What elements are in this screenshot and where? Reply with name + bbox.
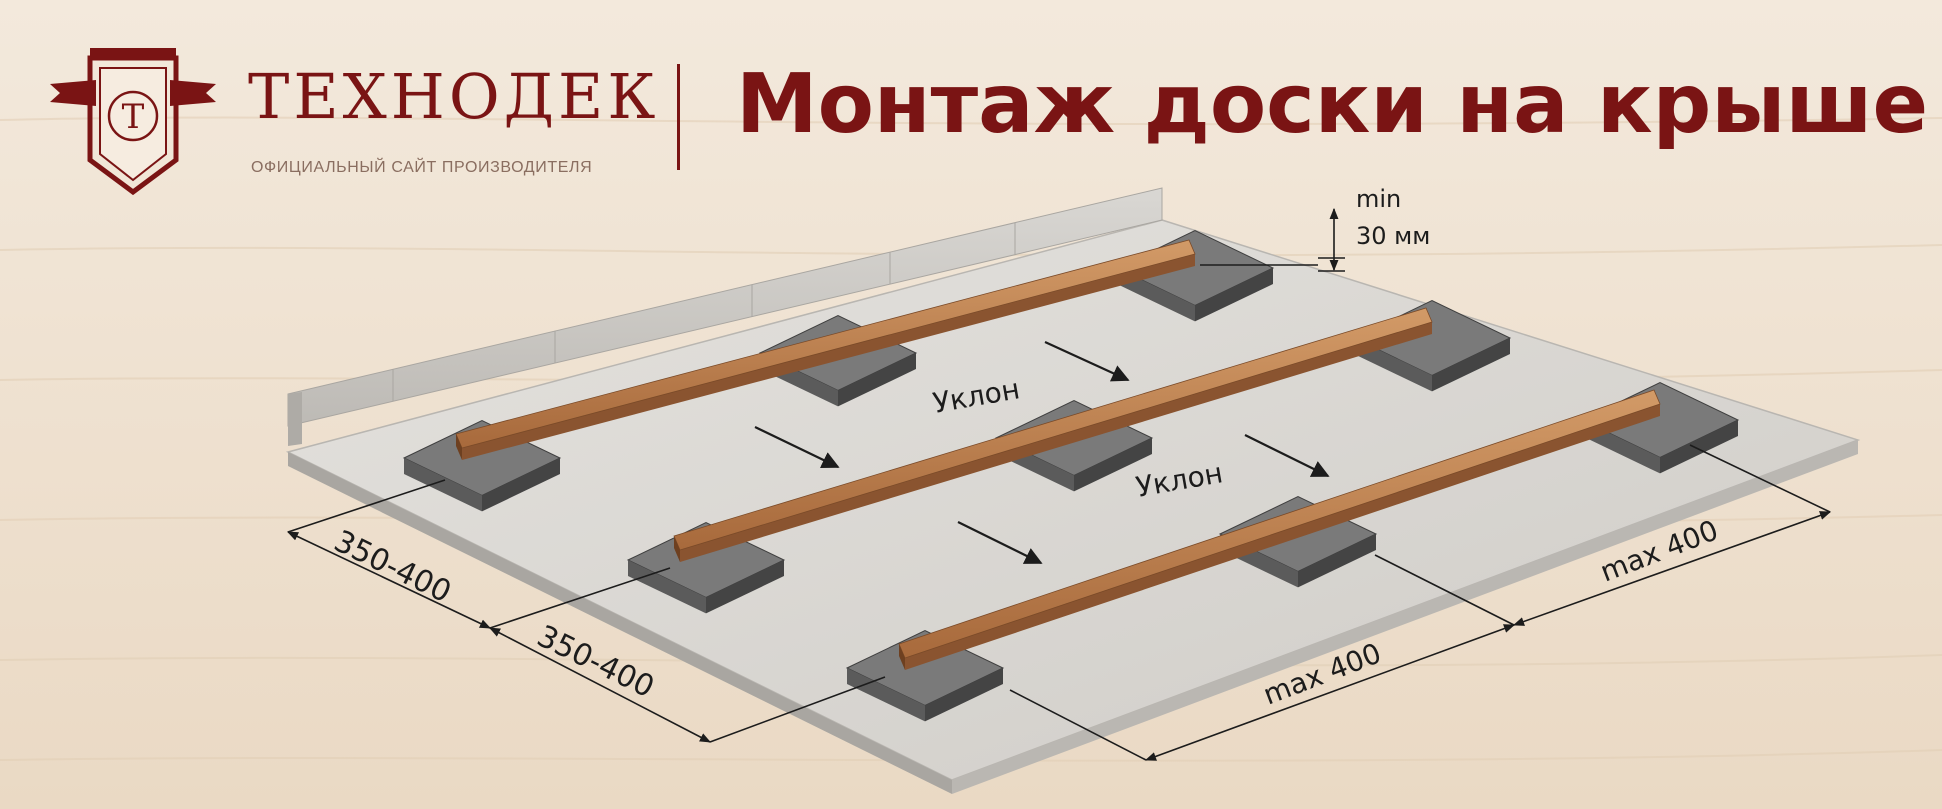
brand-name: ТЕХНОДЕК xyxy=(248,60,660,133)
slope-arrow xyxy=(957,521,1043,564)
parapet-wall xyxy=(287,187,1163,446)
support-pad xyxy=(402,420,562,512)
brand-tagline: ОФИЦИАЛЬНЫЙ САЙТ ПРОИЗВОДИТЕЛЯ xyxy=(251,159,593,176)
logo-emblem xyxy=(50,48,216,196)
slope-arrow xyxy=(754,426,840,469)
page-title: Монтаж доски на крыше xyxy=(736,57,1929,152)
clearance-label-min: min xyxy=(1356,185,1401,213)
clearance-label-value: 30 мм xyxy=(1356,222,1430,250)
wooden-joist xyxy=(673,307,1433,562)
wooden-joists xyxy=(455,239,1661,670)
clearance-dimension xyxy=(1200,207,1345,272)
wooden-joist xyxy=(898,389,1661,670)
logo-letter: Т xyxy=(122,97,145,137)
slope-arrows xyxy=(754,340,1330,564)
header-divider xyxy=(677,64,680,170)
wooden-joist xyxy=(455,239,1196,460)
slope-arrow xyxy=(1244,434,1330,477)
joist-spacing-dimension xyxy=(286,479,886,743)
support-spacing-dimension xyxy=(1009,444,1832,761)
slope-arrow xyxy=(1044,340,1130,382)
